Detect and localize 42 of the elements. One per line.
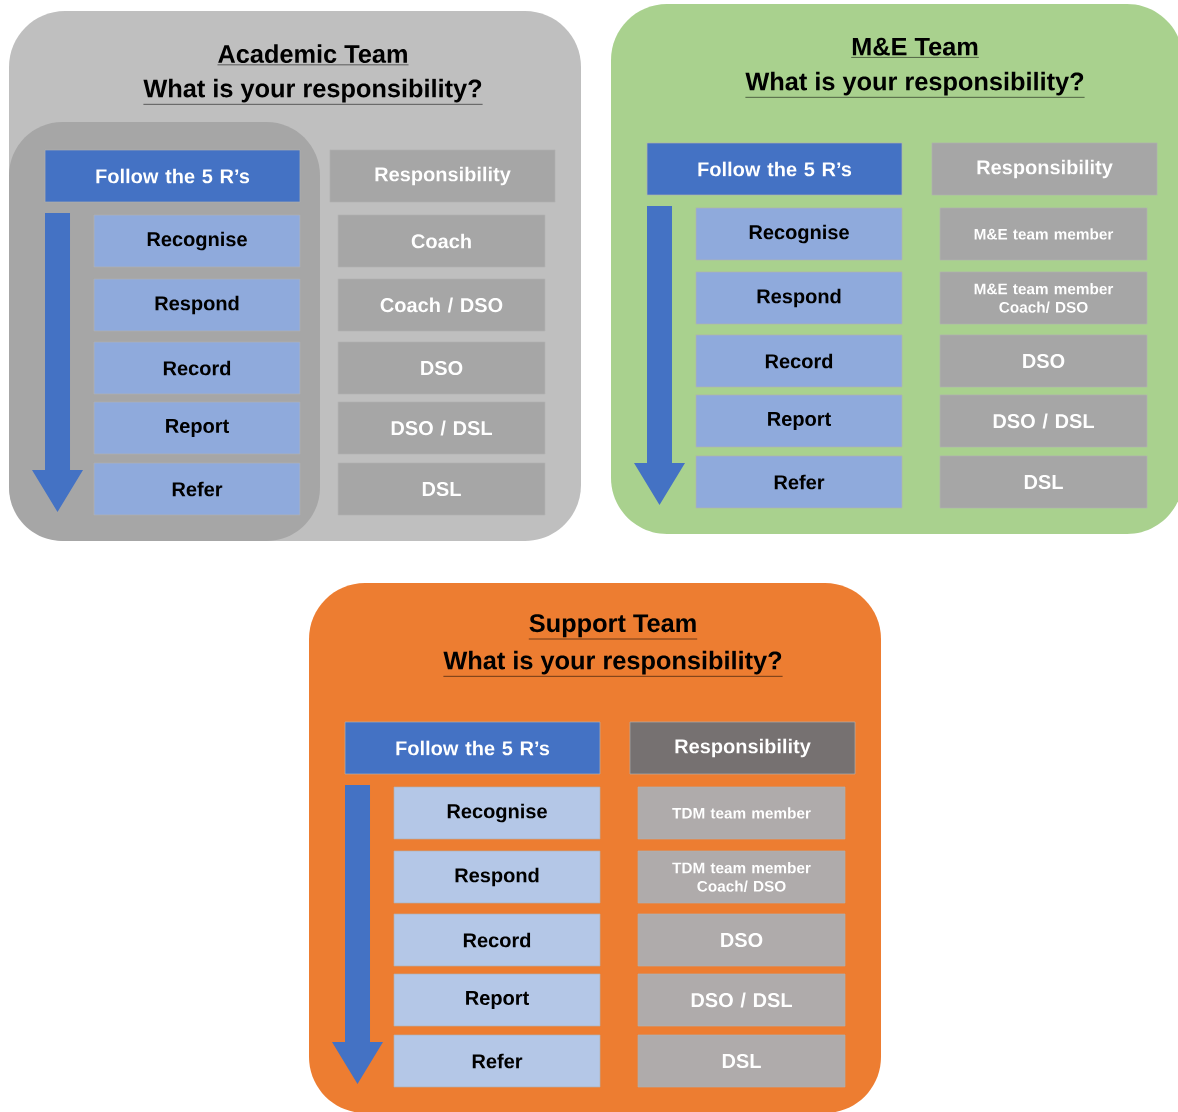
step-box: Respond bbox=[695, 271, 903, 325]
responsibility-box: DSO bbox=[337, 341, 546, 395]
panel-title: What is your responsibility? bbox=[745, 71, 1085, 98]
header-box: Responsibility bbox=[329, 149, 556, 203]
panel-title: What is your responsibility? bbox=[443, 650, 783, 677]
header-box: Responsibility bbox=[629, 721, 856, 775]
responsibility-box: DSO / DSL bbox=[337, 401, 546, 455]
responsibility-box: DSL bbox=[637, 1034, 846, 1088]
responsibility-box: Coach bbox=[337, 214, 546, 268]
responsibility-box: TDM team member bbox=[637, 786, 846, 840]
responsibility-box: Coach / DSO bbox=[337, 278, 546, 332]
step-box: Report bbox=[695, 394, 903, 448]
step-box: Recognise bbox=[393, 786, 601, 840]
step-box: Respond bbox=[393, 850, 601, 904]
responsibility-box: TDM team member Coach/ DSO bbox=[637, 850, 846, 904]
responsibility-box: DSO / DSL bbox=[939, 394, 1148, 448]
header-box: Responsibility bbox=[931, 142, 1158, 196]
step-box: Report bbox=[93, 401, 301, 455]
panel-title: Academic Team bbox=[217, 44, 409, 66]
step-box: Refer bbox=[93, 462, 301, 516]
panel-title: What is your responsibility? bbox=[143, 78, 483, 105]
responsibility-box: DSO bbox=[939, 334, 1148, 388]
step-box: Recognise bbox=[93, 214, 301, 268]
responsibility-box: DSL bbox=[337, 462, 546, 516]
responsibility-box: DSO bbox=[637, 913, 846, 967]
responsibility-box: M&E team member bbox=[939, 207, 1148, 261]
step-box: Record bbox=[695, 334, 903, 388]
panel-title: M&E Team bbox=[850, 37, 980, 58]
step-box: Report bbox=[393, 973, 601, 1027]
header-box: Follow the 5 R’s bbox=[44, 149, 301, 203]
step-box: Respond bbox=[93, 278, 301, 332]
responsibility-box: DSL bbox=[939, 455, 1148, 509]
step-box: Recognise bbox=[695, 207, 903, 261]
step-box: Refer bbox=[695, 455, 903, 509]
step-box: Record bbox=[393, 913, 601, 967]
header-box: Follow the 5 R’s bbox=[646, 142, 903, 196]
header-box: Follow the 5 R’s bbox=[344, 721, 601, 775]
responsibility-box: M&E team member Coach/ DSO bbox=[939, 271, 1148, 325]
responsibility-box: DSO / DSL bbox=[637, 973, 846, 1027]
step-box: Refer bbox=[393, 1034, 601, 1088]
panel-title: Support Team bbox=[528, 614, 698, 640]
step-box: Record bbox=[93, 341, 301, 395]
